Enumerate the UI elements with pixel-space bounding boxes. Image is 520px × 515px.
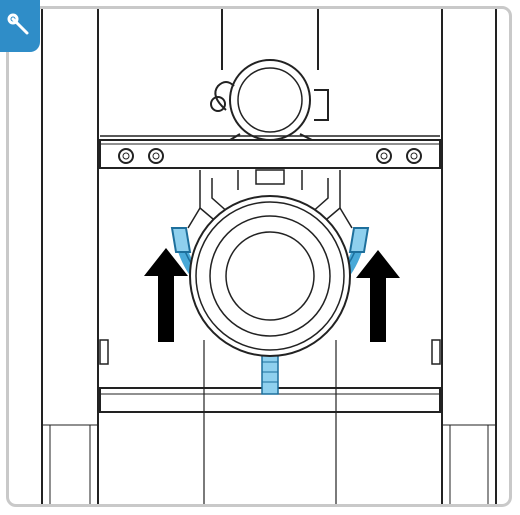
arrow-up-icon — [144, 248, 188, 342]
wrench-icon — [0, 0, 40, 52]
lower-panel — [203, 340, 337, 504]
main-pipe — [189, 195, 351, 357]
side-brackets — [99, 339, 441, 365]
top-crossbar — [99, 135, 441, 169]
arrow-up-icon — [356, 250, 400, 342]
bottom-crossbar — [99, 387, 441, 413]
left-post — [41, 9, 99, 504]
right-post — [441, 9, 497, 504]
upper-pipe — [210, 9, 329, 141]
